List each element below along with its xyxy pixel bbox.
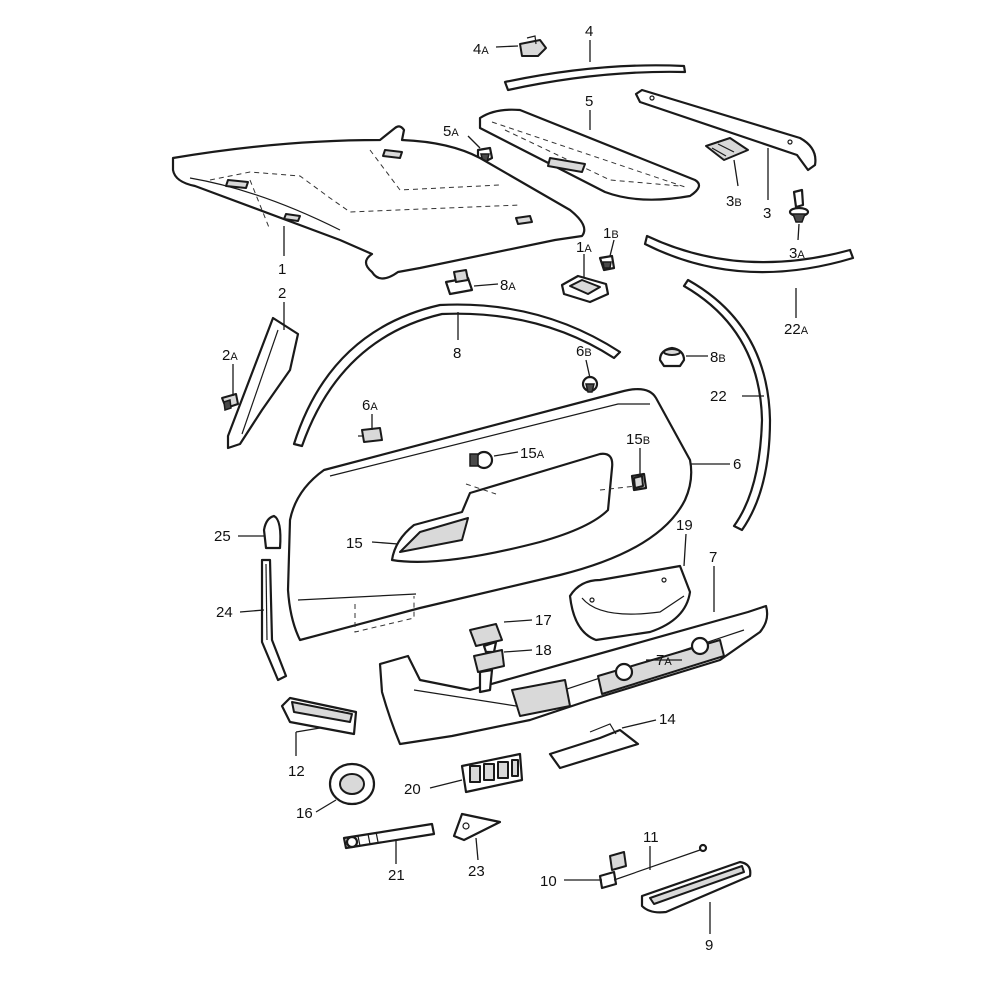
callout-17: 17 xyxy=(535,612,552,629)
part-5-visor-panel xyxy=(478,108,701,201)
part-1a-handle xyxy=(560,274,610,304)
part-18-handle-mechanism xyxy=(473,649,505,694)
part-3-header-trim xyxy=(634,88,817,172)
callout-22a: 22A xyxy=(784,321,809,338)
callout-2a: 2A xyxy=(222,347,238,364)
callout-6a: 6A xyxy=(362,397,378,414)
callout-4: 4 xyxy=(585,23,593,40)
callout-16: 16 xyxy=(296,805,313,822)
callout-4a: 4A xyxy=(473,41,489,58)
part-16-ring xyxy=(328,762,376,806)
callout-1b: 1B xyxy=(603,225,619,242)
callout-9: 9 xyxy=(705,937,713,954)
part-15a-screw xyxy=(469,450,494,470)
part-8-door-seal xyxy=(292,303,622,448)
part-1b-clip xyxy=(598,254,616,272)
part-3a-screw xyxy=(788,188,810,223)
callout-6b: 6B xyxy=(576,343,592,360)
callout-18: 18 xyxy=(535,642,552,659)
callout-20: 20 xyxy=(404,781,421,798)
part-2-pillar-trim xyxy=(226,316,300,450)
part-14-sill-trim xyxy=(548,723,640,770)
callout-1a: 1A xyxy=(576,239,592,256)
callout-15a: 15A xyxy=(520,445,545,462)
part-24-vertical-seal xyxy=(260,558,288,682)
callout-11: 11 xyxy=(643,829,659,846)
part-6b-clip xyxy=(581,375,599,393)
callout-14: 14 xyxy=(659,711,676,728)
part-23-bracket xyxy=(452,812,502,842)
callout-8b: 8B xyxy=(710,349,726,366)
callout-22: 22 xyxy=(710,388,727,405)
callout-7a: 7A xyxy=(656,652,672,669)
callout-3a: 3A xyxy=(789,245,805,262)
callout-8a: 8A xyxy=(500,277,516,294)
callout-5a: 5A xyxy=(443,123,459,140)
callout-19: 19 xyxy=(676,517,693,534)
callout-12: 12 xyxy=(288,763,305,780)
callout-5: 5 xyxy=(585,93,593,110)
part-22a-curved-seal xyxy=(643,234,855,274)
callout-25: 25 xyxy=(214,528,231,545)
part-1-headliner xyxy=(171,125,586,280)
callout-23: 23 xyxy=(468,863,485,880)
callout-15b: 15B xyxy=(626,431,650,448)
part-20-switch-panel xyxy=(460,752,524,794)
part-11-cable xyxy=(613,843,708,881)
callout-15: 15 xyxy=(346,535,363,552)
part-6-door-panel xyxy=(286,387,693,642)
part-10-clip xyxy=(598,851,627,890)
callout-3b: 3B xyxy=(726,193,742,210)
callout-6: 6 xyxy=(733,456,741,473)
callout-labels: 4A 4 5 5A 3B 3 3A 22A 1 1A 1B 8A 2 2A 8 … xyxy=(214,23,809,954)
part-22-vertical-seal xyxy=(682,278,772,532)
part-12-speaker-housing xyxy=(280,696,358,736)
part-2a-clip xyxy=(221,393,239,412)
part-7-lower-trim xyxy=(378,604,769,746)
callout-2: 2 xyxy=(278,285,286,302)
part-8a-clip xyxy=(444,269,474,296)
part-3b-bracket xyxy=(705,137,749,161)
part-21-window-crank xyxy=(342,822,436,850)
part-17-bracket xyxy=(469,623,503,654)
part-9-sill-plate xyxy=(640,860,752,914)
part-15b-clip xyxy=(630,472,648,492)
part-4-trim-strip xyxy=(503,64,687,92)
part-19-door-pocket xyxy=(568,564,692,642)
part-4a-clip xyxy=(519,35,547,57)
leader-lines xyxy=(232,40,800,934)
callout-1: 1 xyxy=(278,261,286,278)
part-25-seal-end xyxy=(262,514,282,550)
callout-3: 3 xyxy=(763,205,771,222)
part-6a-clip xyxy=(358,427,383,443)
callout-7: 7 xyxy=(709,549,717,566)
callout-24: 24 xyxy=(216,604,233,621)
callout-8: 8 xyxy=(453,345,461,362)
callout-10: 10 xyxy=(540,873,557,890)
part-8b-grommet xyxy=(658,346,686,368)
callout-21: 21 xyxy=(388,867,405,884)
